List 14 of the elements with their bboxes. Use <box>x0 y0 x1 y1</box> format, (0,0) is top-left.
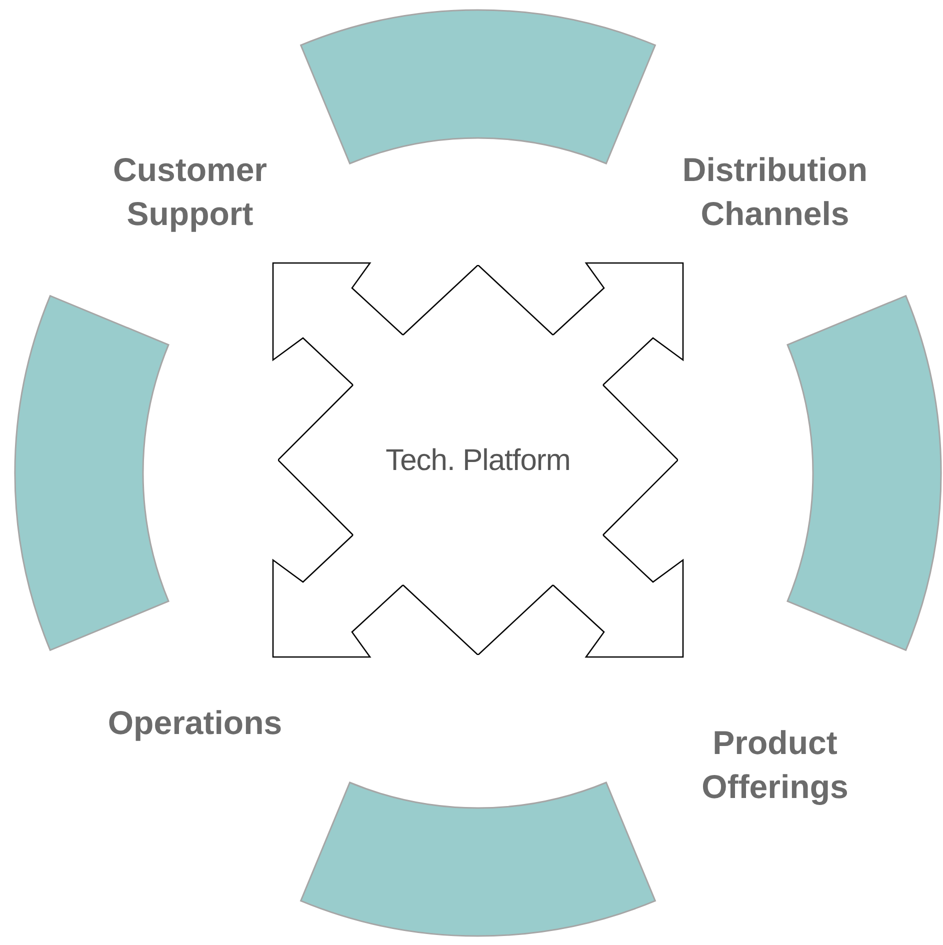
ring-segment <box>300 10 656 164</box>
section-label: Distribution Channels <box>645 148 905 236</box>
section-label: Operations <box>75 701 315 745</box>
section-label: Product Offerings <box>655 721 895 809</box>
ring-segment <box>14 295 170 651</box>
block-arrow <box>552 262 684 386</box>
platform-label: Tech. Platform <box>386 442 570 478</box>
block-arrow <box>272 262 404 386</box>
block-arrow <box>272 534 404 658</box>
platform-star <box>278 265 678 655</box>
ring-segment <box>786 295 942 651</box>
block-arrow <box>552 534 684 658</box>
ring-segment <box>300 782 656 936</box>
section-label: Customer Support <box>70 148 310 236</box>
